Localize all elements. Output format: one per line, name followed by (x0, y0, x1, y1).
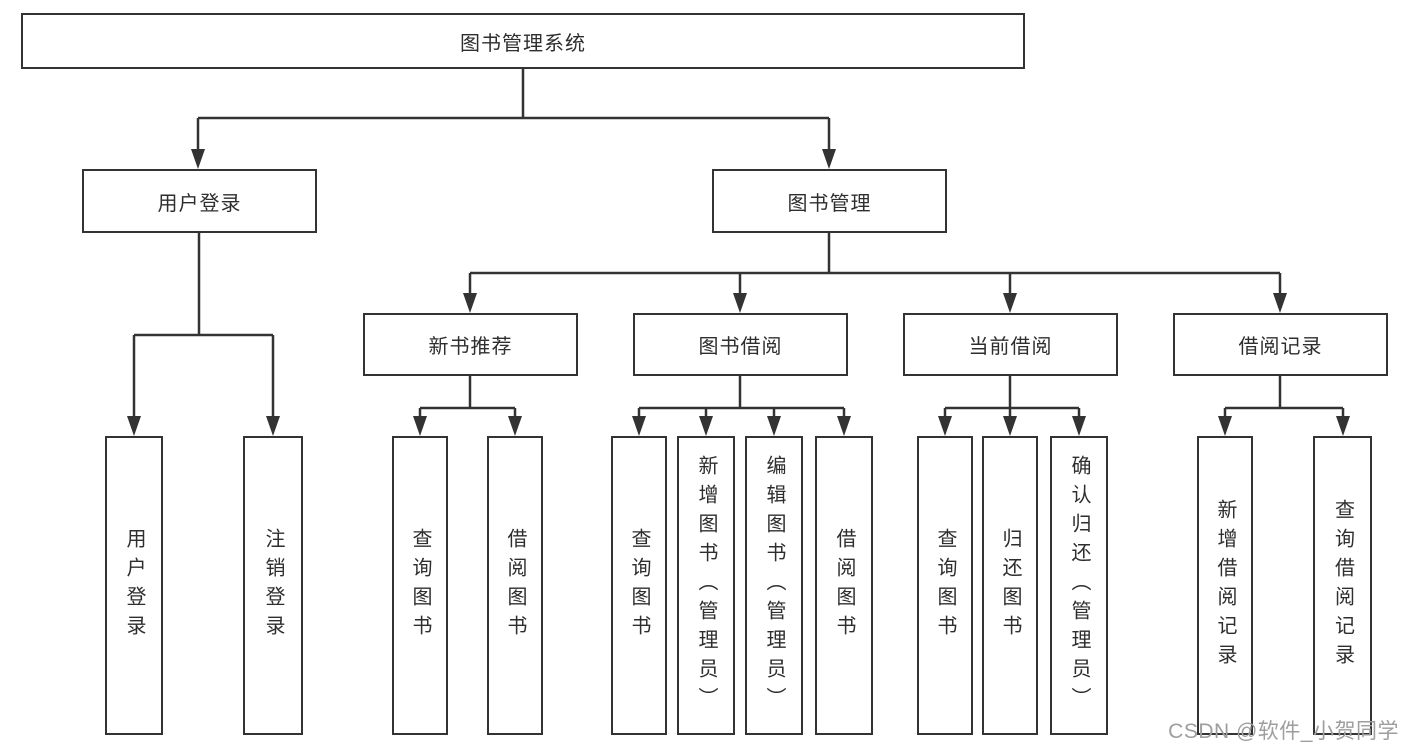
node-book-management: 图书管理 (712, 169, 947, 233)
node-new-book-recommend: 新书推荐 (363, 313, 578, 376)
leaf-return-book: 归还图书 (982, 436, 1038, 735)
leaf-borrow-book: 借阅图书 (815, 436, 873, 735)
leaf-add-book-admin: 新增图书（管理员） (677, 436, 735, 735)
node-root-label: 图书管理系统 (460, 32, 586, 55)
node-borrow-records-label: 借阅记录 (1238, 336, 1323, 358)
node-current-borrow: 当前借阅 (903, 313, 1118, 376)
leaf-borrow-book-label: 借阅图书 (833, 527, 855, 644)
node-book-management-label: 图书管理 (787, 192, 872, 215)
leaf-borrow-books-recommend: 借阅图书 (487, 436, 543, 735)
node-borrow-records: 借阅记录 (1173, 313, 1388, 376)
leaf-edit-book-admin-label: 编辑图书（管理员） (763, 455, 785, 716)
leaf-add-borrow-record: 新增借阅记录 (1197, 436, 1253, 735)
leaf-add-borrow-record-label: 新增借阅记录 (1214, 498, 1236, 673)
leaf-logout: 注销登录 (243, 436, 303, 735)
watermark: CSDN @软件_小贺同学 (1168, 720, 1399, 743)
leaf-edit-book-admin: 编辑图书（管理员） (745, 436, 803, 735)
node-user-login: 用户登录 (82, 169, 317, 233)
leaf-user-login-label: 用户登录 (123, 527, 145, 644)
leaf-confirm-return-admin-label: 确认归还（管理员） (1068, 455, 1090, 716)
node-book-borrow-label: 图书借阅 (698, 336, 783, 358)
leaf-query-borrow-record: 查询借阅记录 (1313, 436, 1372, 735)
leaf-query-borrow-record-label: 查询借阅记录 (1331, 498, 1354, 673)
leaf-query-books-current-label: 查询图书 (934, 527, 956, 644)
leaf-logout-label: 注销登录 (262, 527, 284, 644)
leaf-query-books-borrow: 查询图书 (611, 436, 667, 735)
arrowheads (127, 149, 1350, 436)
leaf-confirm-return-admin: 确认归还（管理员） (1050, 436, 1108, 735)
node-book-borrow: 图书借阅 (633, 313, 848, 376)
leaf-borrow-books-recommend-label: 借阅图书 (504, 527, 526, 644)
leaf-query-books-recommend: 查询图书 (392, 436, 448, 735)
leaf-add-book-admin-label: 新增图书（管理员） (695, 455, 717, 716)
node-current-borrow-label: 当前借阅 (968, 336, 1053, 358)
leaf-query-books-borrow-label: 查询图书 (628, 527, 650, 644)
leaf-user-login: 用户登录 (105, 436, 163, 735)
leaf-query-books-current: 查询图书 (917, 436, 973, 735)
leaf-return-book-label: 归还图书 (999, 527, 1021, 644)
node-new-book-recommend-label: 新书推荐 (428, 336, 513, 358)
node-root: 图书管理系统 (21, 13, 1025, 69)
leaf-query-books-recommend-label: 查询图书 (409, 527, 431, 644)
node-user-login-label: 用户登录 (157, 192, 242, 215)
